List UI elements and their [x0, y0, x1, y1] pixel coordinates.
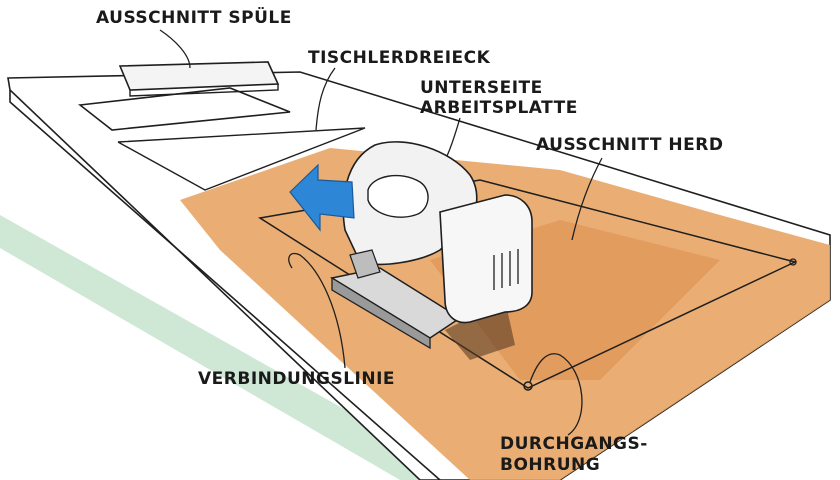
label-underside-line1: UNTERSEITE: [420, 78, 543, 98]
leader-connection: [288, 252, 346, 369]
label-connection-line: VERBINDUNGSLINIE: [198, 369, 396, 389]
jigsaw-shoe-front: [331, 276, 431, 350]
jigsaw-icon: [329, 141, 533, 360]
sink-piece-side: [129, 84, 279, 97]
label-carpenter-triangle: TISCHLERDREIECK: [308, 48, 491, 68]
through-hole-marker-far: [789, 258, 797, 266]
through-hole-marker: [523, 381, 533, 391]
leader-stove: [571, 157, 603, 241]
leader-hole: [529, 353, 583, 436]
label-through-hole-line1: DURCHGANGS-: [500, 434, 648, 454]
label-underside-line2: ARBEITSPLATTE: [420, 98, 578, 118]
jigsaw-handle-hole: [367, 174, 429, 218]
label-stove-cutout: AUSSCHNITT HERD: [536, 135, 724, 155]
label-sink-cutout: AUSSCHNITT SPÜLE: [96, 8, 292, 28]
jigsaw-motor: [439, 194, 533, 324]
arrow-left-icon: [289, 163, 355, 232]
leader-triangle: [315, 67, 336, 131]
leader-sink: [159, 29, 191, 69]
carpenter-triangle: [117, 127, 366, 191]
worktop-front-edge: [9, 90, 441, 480]
label-through-hole-line2: BOHRUNG: [500, 455, 601, 475]
jigsaw-guard: [349, 249, 381, 279]
jigsaw-blade-slot: [445, 300, 515, 360]
